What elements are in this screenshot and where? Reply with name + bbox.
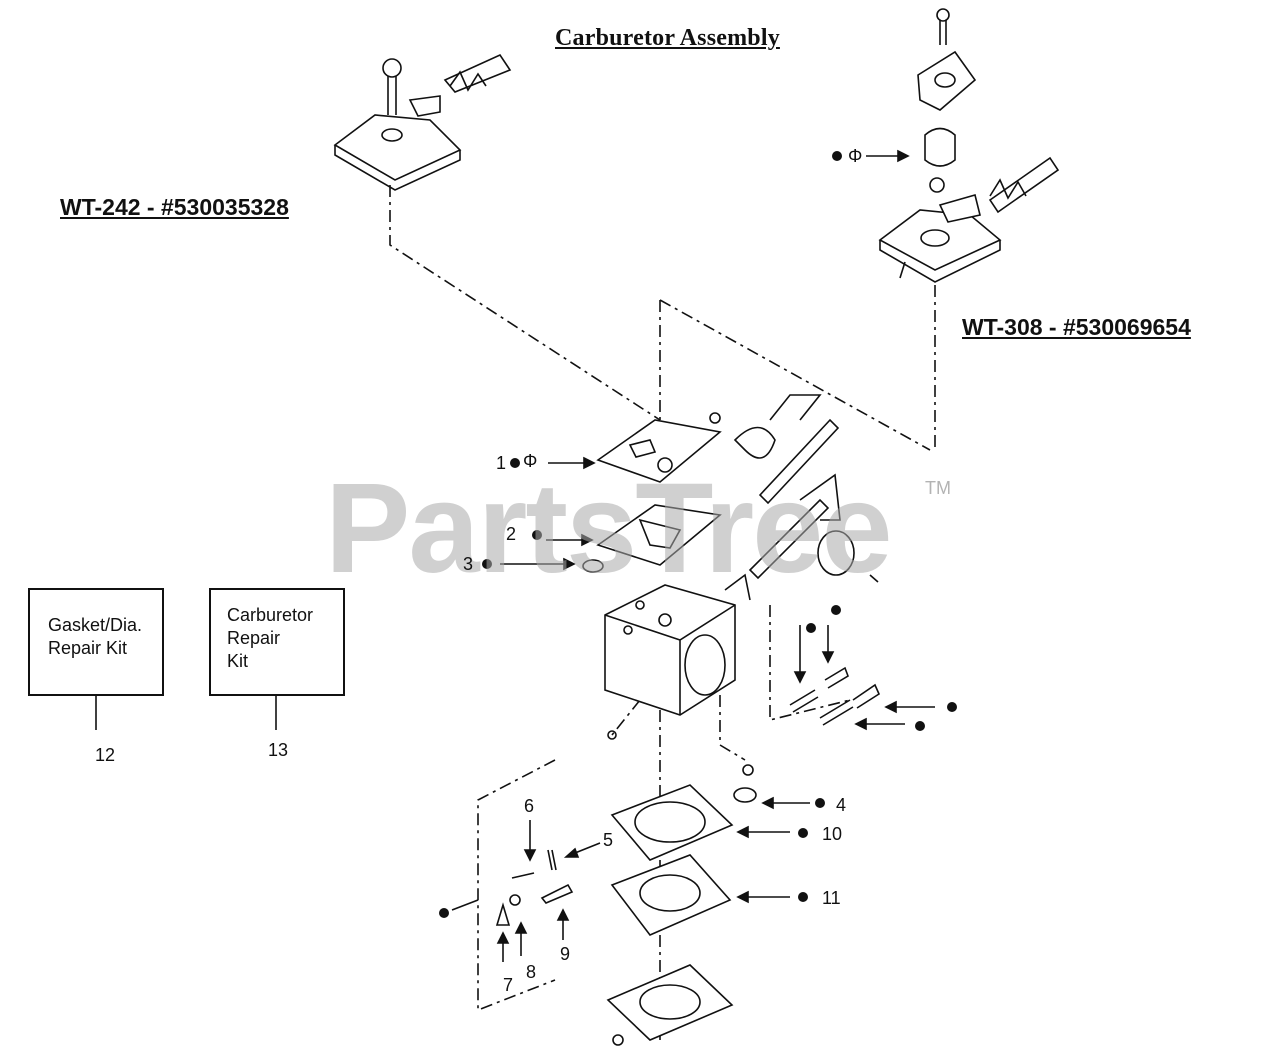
- callout-5: 5: [603, 830, 614, 850]
- gasket-2-drawing: [596, 504, 722, 566]
- metering-diaphragm-drawing: [610, 784, 734, 861]
- adjustment-screws-drawing: [724, 573, 881, 726]
- trademark-symbol: TM: [925, 478, 951, 498]
- kit-13-number: 13: [268, 740, 289, 760]
- callout-9: 9: [560, 944, 571, 964]
- callout-7: 7: [503, 975, 514, 995]
- kit-13-line-3: Kit: [227, 651, 249, 671]
- callout-6: 6: [524, 796, 535, 816]
- kit-13-line-2: Repair: [227, 628, 281, 648]
- throttle-shaft-drawing: [709, 394, 879, 583]
- kit-13-line-1: Carburetor: [227, 605, 314, 625]
- callout-2: 2: [506, 524, 517, 544]
- kit-12-line-2: Repair Kit: [48, 638, 128, 658]
- carburetor-body-drawing: [604, 584, 736, 716]
- model-label-wt242: WT-242 - #530035328: [60, 194, 289, 220]
- callout-4: 4: [836, 795, 847, 815]
- part-4-drawing: [733, 787, 757, 803]
- callout-1: 1: [496, 453, 507, 473]
- watermark: PartsTree: [325, 457, 892, 600]
- model-label-wt308: WT-308 - #530069654: [962, 314, 1191, 340]
- diagram-title: Carburetor Assembly: [555, 25, 780, 51]
- kit-12-line-1: Gasket/Dia.: [48, 615, 143, 635]
- phi-symbol-1: Φ: [523, 451, 538, 471]
- needle-lever-parts-drawing: [495, 730, 624, 1046]
- kit-12-number: 12: [95, 745, 116, 765]
- kit-box-carburetor: Carburetor Repair Kit: [209, 588, 345, 696]
- bottom-cover-drawing: [606, 964, 734, 1041]
- wt242-cover-drawing: [333, 53, 512, 191]
- part-3-drawing: [582, 559, 604, 573]
- pump-diaphragm-drawing: [610, 854, 732, 936]
- phi-symbol-2: Φ: [848, 146, 863, 166]
- callout-arrows: [451, 149, 935, 962]
- callout-8: 8: [526, 962, 537, 982]
- wt308-assembly-drawing: [878, 8, 1060, 283]
- callout-3: 3: [463, 554, 474, 574]
- callout-10: 10: [822, 824, 843, 844]
- kit-box-gasket: Gasket/Dia. Repair Kit: [28, 588, 164, 696]
- gasket-1-drawing: [596, 419, 722, 483]
- callout-dots: [439, 151, 957, 918]
- callout-11: 11: [822, 888, 841, 908]
